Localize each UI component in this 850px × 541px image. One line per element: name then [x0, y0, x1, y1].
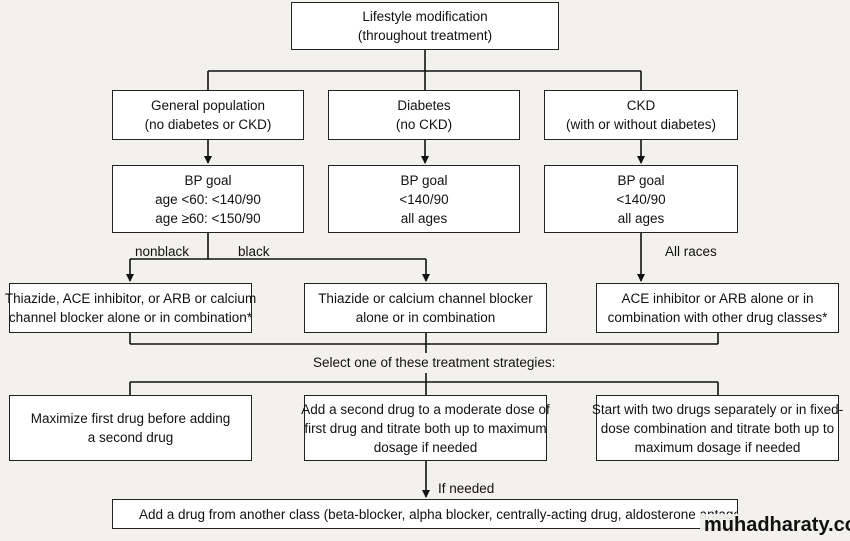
watermark-text: muhadharaty.com — [700, 514, 850, 537]
ckd-drugs-line-2: combination with other drug classes* — [607, 310, 828, 325]
strategy-b-line-2: first drug and titrate both up to maximu… — [304, 420, 547, 436]
final-step-box: Add a drug from another class (beta-bloc… — [112, 499, 738, 529]
ckd-initial-drugs-box: ACE inhibitor or ARB alone or in combina… — [596, 283, 839, 333]
if-needed-label: If needed — [438, 481, 495, 496]
ckd-drugs-line-1: ACE inhibitor or ARB alone or in — [621, 291, 814, 306]
ckd-bp-goal-box: BP goal <140/90 all ages — [544, 165, 738, 233]
diabetes-goal-line-3: all ages — [400, 210, 448, 226]
diabetes-line-2: (no CKD) — [395, 117, 453, 132]
strategy-b-line-1: Add a second drug to a moderate dose of — [301, 401, 550, 417]
general-goal-line-2: age <60: <140/90 — [155, 191, 261, 207]
black-drugs-line-1: Thiazide or calcium channel blocker — [318, 291, 533, 306]
ckd-box: CKD (with or without diabetes) — [544, 90, 738, 140]
general-population-box: General population (no diabetes or CKD) — [112, 90, 304, 140]
black-label: black — [238, 244, 270, 259]
general-population-line-1: General population — [150, 98, 266, 113]
nonblack-initial-drugs-box: Thiazide, ACE inhibitor, or ARB or calci… — [5, 283, 256, 333]
strategy-c-line-3: maximum dosage if needed — [634, 439, 801, 455]
strategy-c-line-1: Start with two drugs separately or in fi… — [591, 401, 844, 417]
ckd-line-1: CKD — [626, 98, 656, 113]
strategy-a-box: Maximize first drug before adding a seco… — [9, 395, 252, 461]
ckd-line-2: (with or without diabetes) — [565, 117, 717, 132]
final-step-text: Add a drug from another class (beta-bloc… — [139, 506, 738, 522]
ckd-goal-line-2: <140/90 — [616, 191, 666, 207]
diabetes-line-1: Diabetes — [397, 98, 451, 113]
lifestyle-line-1: Lifestyle modification — [362, 9, 488, 24]
diabetes-bp-goal-box: BP goal <140/90 all ages — [328, 165, 520, 233]
all-races-label: All races — [665, 244, 717, 259]
general-goal-line-3: age ≥60: <150/90 — [155, 210, 261, 226]
strategy-c-line-2: dose combination and titrate both up to — [600, 420, 835, 436]
nonblack-drugs-line-1: Thiazide, ACE inhibitor, or ARB or calci… — [4, 291, 257, 306]
diabetes-goal-line-1: BP goal — [400, 172, 448, 188]
ckd-goal-line-1: BP goal — [617, 172, 665, 188]
general-bp-goal-box: BP goal age <60: <140/90 age ≥60: <150/9… — [112, 165, 304, 233]
lifestyle-modification-box: Lifestyle modification (throughout treat… — [291, 2, 559, 50]
strategy-a-line-2: a second drug — [87, 430, 174, 445]
strategy-b-line-3: dosage if needed — [373, 439, 478, 455]
general-population-line-2: (no diabetes or CKD) — [144, 117, 272, 132]
strategy-b-box: Add a second drug to a moderate dose of … — [301, 395, 550, 461]
black-drugs-line-2: alone or in combination — [355, 310, 496, 325]
black-initial-drugs-box: Thiazide or calcium channel blocker alon… — [304, 283, 547, 333]
lifestyle-line-2: (throughout treatment) — [357, 28, 493, 43]
ckd-goal-line-3: all ages — [617, 210, 665, 226]
diabetes-goal-line-2: <140/90 — [399, 191, 449, 207]
select-strategy-label: Select one of these treatment strategies… — [313, 355, 556, 370]
strategy-a-line-1: Maximize first drug before adding — [30, 411, 231, 426]
diabetes-box: Diabetes (no CKD) — [328, 90, 520, 140]
strategy-c-box: Start with two drugs separately or in fi… — [592, 395, 843, 461]
general-goal-line-1: BP goal — [184, 172, 232, 188]
nonblack-label: nonblack — [135, 244, 190, 259]
nonblack-drugs-line-2: channel blocker alone or in combination* — [8, 310, 253, 325]
